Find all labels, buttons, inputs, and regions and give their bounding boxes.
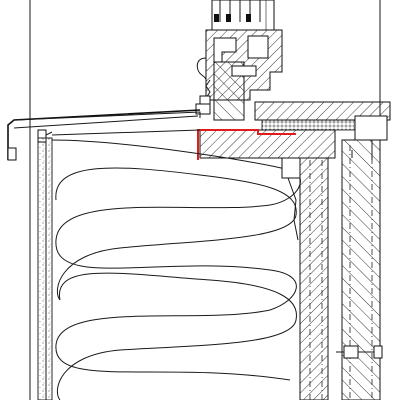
structural-wall-layers <box>281 139 383 400</box>
sealing-tape-highlight <box>197 129 296 160</box>
window-frame-profile <box>195 29 283 121</box>
sill-flashing <box>7 109 201 161</box>
exterior-render-board <box>37 137 53 400</box>
glazing <box>211 0 275 31</box>
mineral-wool-insulation <box>51 129 301 400</box>
